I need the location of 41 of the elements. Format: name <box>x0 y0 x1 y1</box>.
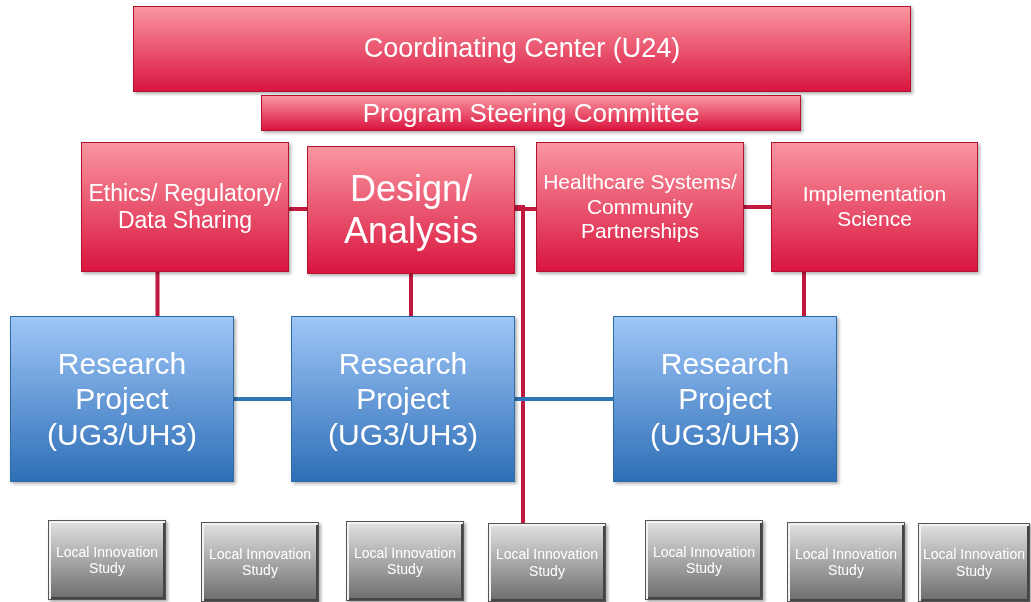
box-label: Ethics/ Regulatory/ Data Sharing <box>87 180 283 234</box>
study-box <box>201 522 319 602</box>
study-box <box>48 520 166 600</box>
box-label: Local Innovation Study <box>923 546 1025 579</box>
committee-box <box>536 142 744 272</box>
connector-line <box>744 205 771 209</box>
connector-line <box>289 207 307 211</box>
box-label: Local Innovation Study <box>353 544 457 578</box>
connector-line <box>234 397 291 401</box>
box-label: Healthcare Systems/ Community Partnerships <box>542 170 738 244</box>
committee-box <box>307 146 515 274</box>
committee-box <box>771 142 978 272</box>
box-label: Local Innovation Study <box>794 545 898 579</box>
committee-box <box>133 6 911 92</box>
box-label: Research Project (UG3/UH3) <box>46 346 198 452</box>
box-label: Local Innovation Study <box>495 546 599 579</box>
study-box <box>787 522 905 602</box>
project-box <box>10 316 234 482</box>
box-label: Local Innovation Study <box>208 545 312 579</box>
study-box <box>346 521 464 601</box>
committee-box <box>81 142 289 272</box>
connector-line <box>515 207 536 211</box>
project-box <box>291 316 515 482</box>
box-label: Research Project (UG3/UH3) <box>649 346 801 452</box>
connector-line <box>409 274 413 316</box>
connector-line <box>802 272 806 316</box>
study-box <box>645 520 763 600</box>
box-label: Local Innovation Study <box>55 543 159 577</box>
connector-line <box>155 272 160 316</box>
connector-line <box>515 205 525 523</box>
study-box <box>918 523 1030 602</box>
box-label: Program Steering Committee <box>362 97 700 129</box>
box-label: Design/ Analysis <box>342 167 480 253</box>
committee-box <box>261 95 801 131</box>
box-label: Coordinating Center (U24) <box>363 33 681 65</box>
project-box <box>613 316 837 482</box>
box-label: Local Innovation Study <box>652 543 756 577</box>
box-label: Implementation Science <box>801 182 948 232</box>
study-box <box>488 523 606 602</box>
box-label: Research Project (UG3/UH3) <box>327 346 479 452</box>
connector-line <box>515 397 613 401</box>
